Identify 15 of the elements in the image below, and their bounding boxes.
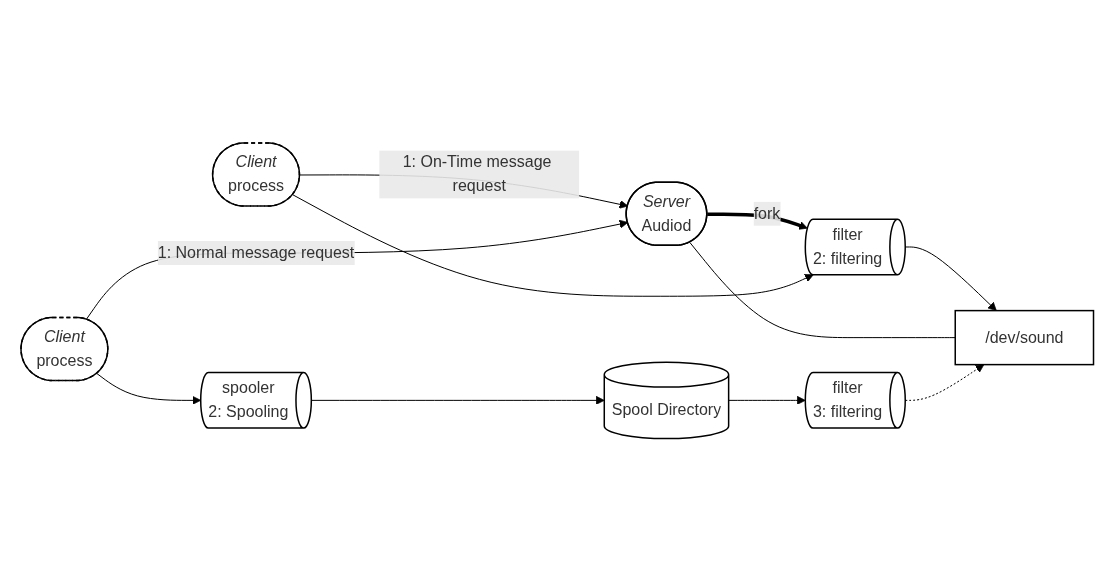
arrow bbox=[292, 194, 814, 297]
node-box: /dev/sound bbox=[954, 309, 1095, 366]
arrow bbox=[904, 363, 985, 401]
node-text: spooler 2: Spooling bbox=[208, 379, 289, 421]
edge-label: 1: On-Time message request bbox=[402, 153, 552, 195]
arrow bbox=[96, 372, 202, 405]
connector bbox=[689, 241, 956, 338]
node-text: filter 2: filtering bbox=[813, 225, 883, 267]
arrow bbox=[311, 395, 605, 405]
arrow bbox=[904, 246, 997, 311]
edge-label: fork bbox=[753, 204, 781, 222]
node-text: filter 3: filtering bbox=[813, 379, 883, 421]
edge-label: 1: Normal message request bbox=[158, 243, 355, 261]
arrow bbox=[728, 395, 806, 405]
arrow bbox=[86, 219, 629, 320]
